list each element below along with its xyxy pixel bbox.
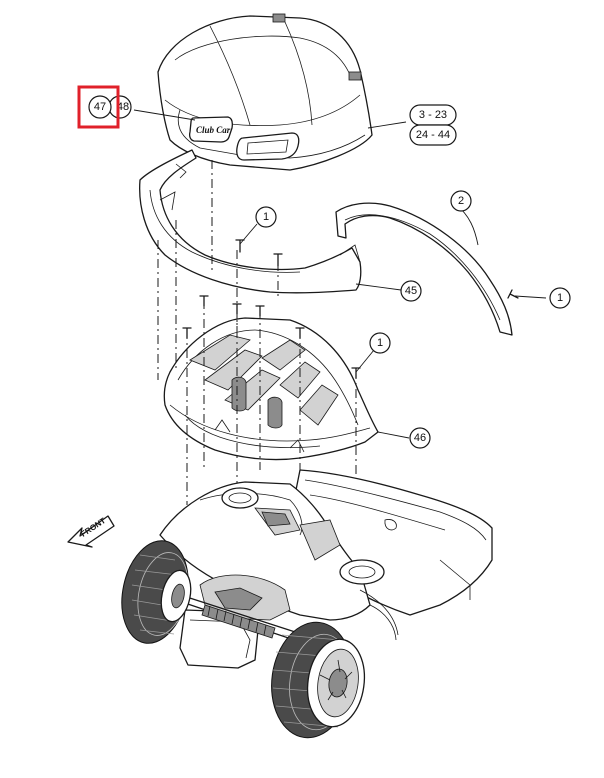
svg-text:2: 2 — [458, 195, 464, 207]
right-front-wheel — [271, 621, 366, 739]
svg-text:1: 1 — [557, 292, 563, 304]
callout-24-44: 24 - 44 — [409, 124, 457, 146]
left-front-wheel — [121, 540, 192, 644]
callout-2: 2 — [450, 190, 472, 212]
svg-text:1: 1 — [377, 337, 383, 349]
callout-47: 47 — [88, 95, 112, 119]
svg-text:46: 46 — [414, 432, 426, 444]
svg-text:3 - 23: 3 - 23 — [419, 109, 447, 121]
chassis-frame — [159, 469, 493, 669]
callout-48: 48 — [108, 95, 132, 119]
svg-text:45: 45 — [405, 285, 417, 297]
svg-text:24 - 44: 24 - 44 — [416, 129, 450, 141]
front-trim-part-45 — [139, 149, 362, 294]
side-trim-part-2 — [335, 202, 513, 336]
callout-47-highlight-box — [77, 85, 120, 129]
cowl-clip — [348, 71, 362, 81]
callout-46: 46 — [409, 427, 431, 449]
callout-3-23: 3 - 23 — [409, 104, 457, 126]
svg-text:1: 1 — [263, 211, 269, 223]
front-direction-arrow: FRONT — [67, 515, 115, 548]
callout-45: 45 — [400, 280, 422, 302]
callout-1-mid: 1 — [369, 332, 391, 354]
club-car-logo-text: Club Car — [196, 125, 231, 135]
svg-text:48: 48 — [117, 101, 129, 113]
svg-text:47: 47 — [94, 101, 106, 113]
front-cowl-part: Club Car — [157, 13, 373, 171]
callout-1-top: 1 — [255, 206, 277, 228]
callout-1-right: 1 — [549, 287, 571, 309]
cowl-clip — [272, 13, 286, 23]
fasteners — [182, 239, 519, 379]
underbody-pan-part-46 — [163, 317, 379, 461]
